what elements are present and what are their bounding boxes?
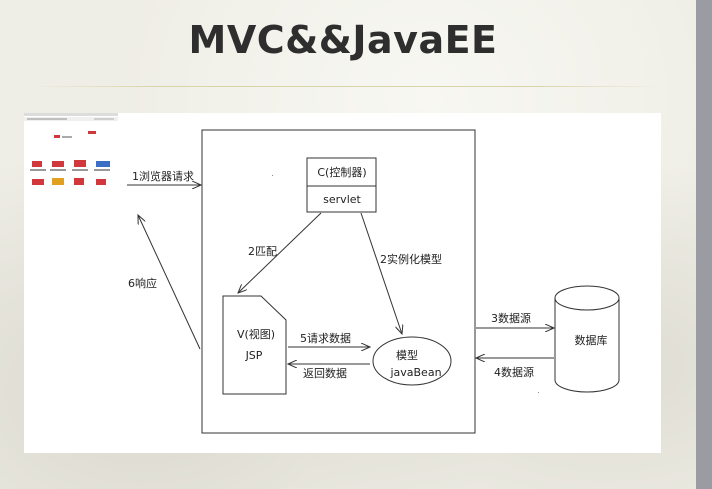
label-match: 2匹配 xyxy=(248,245,277,258)
slide-title: MVC&&JavaEE xyxy=(188,18,498,62)
arrow-match xyxy=(238,212,322,293)
speck xyxy=(272,175,273,176)
label-request-data: 5请求数据 xyxy=(300,332,351,345)
mvc-diagram: C(控制器) servlet V(视图) JSP 模型 javaBean 数据库… xyxy=(24,113,661,453)
controller-box xyxy=(306,157,377,213)
label-instantiate-model: 2实例化模型 xyxy=(380,253,442,266)
view-document-shape xyxy=(222,295,287,395)
label-datasource-in: 4数据源 xyxy=(494,366,534,379)
view-title: V(视图) xyxy=(236,328,276,341)
label-return-data: 返回数据 xyxy=(303,367,347,380)
model-subtitle: javaBean xyxy=(390,366,442,379)
scrollbar-track[interactable] xyxy=(696,0,712,489)
controller-subtitle: servlet xyxy=(323,193,361,206)
title-divider xyxy=(30,86,660,87)
controller-title: C(控制器) xyxy=(317,166,367,179)
view-subtitle: JSP xyxy=(245,349,263,362)
arrow-instantiate-model xyxy=(360,212,402,334)
browser-screenshot-thumbnail xyxy=(24,113,118,199)
database-cylinder-top xyxy=(554,285,620,311)
arrow-response xyxy=(138,215,201,350)
label-response: 6响应 xyxy=(128,277,157,290)
label-browser-request: 1浏览器请求 xyxy=(132,170,194,183)
database-cylinder-body xyxy=(554,298,620,393)
model-ellipse xyxy=(372,336,452,386)
diagram-canvas xyxy=(127,129,620,434)
model-title: 模型 xyxy=(396,349,418,362)
speck xyxy=(538,392,539,393)
server-frame xyxy=(201,129,476,434)
database-title: 数据库 xyxy=(574,334,608,347)
label-datasource-out: 3数据源 xyxy=(491,312,531,325)
